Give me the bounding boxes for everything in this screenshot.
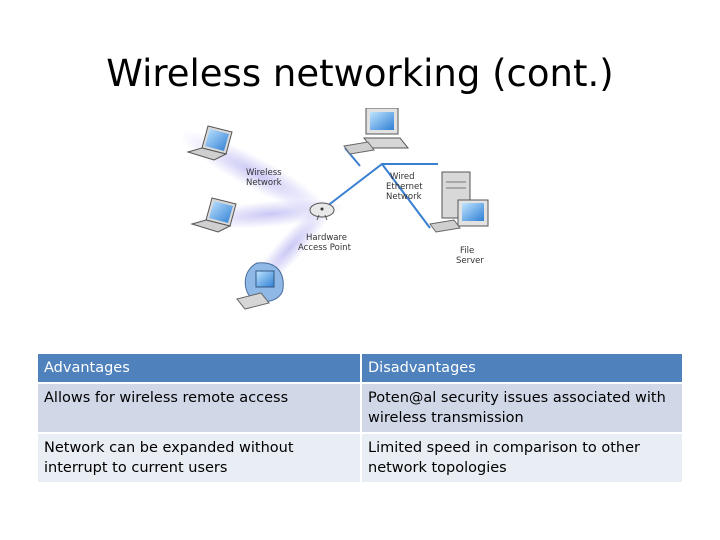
table-cell: Limited speed in comparison to other net… — [360, 432, 684, 484]
access-point-label-2: Access Point — [298, 243, 352, 253]
slide-title: Wireless networking (cont.) — [106, 52, 614, 95]
table-cell: Network can be expanded without interrup… — [36, 432, 362, 484]
wired-network-label-1: Wired — [390, 172, 415, 182]
wired-network-label-2: Ethernet — [386, 182, 423, 192]
network-diagram: Wireless Network Wired Ethernet Network … — [180, 108, 489, 310]
table-cell: Poten@al security issues associated with… — [360, 382, 684, 434]
table-cell: Allows for wireless remote access — [36, 382, 362, 434]
file-server-icon — [429, 171, 489, 233]
advantages-disadvantages-table: Advantages Disadvantages Allows for wire… — [36, 352, 684, 484]
imac-icon — [236, 262, 284, 310]
wired-network-label-3: Network — [386, 192, 422, 202]
header-advantages: Advantages — [36, 352, 362, 384]
table-header-row: Advantages Disadvantages — [36, 352, 684, 384]
access-point-icon — [309, 202, 335, 221]
table-row: Allows for wireless remote access Poten@… — [36, 382, 684, 434]
table-row: Network can be expanded without interrup… — [36, 432, 684, 484]
desktop-computer-icon — [343, 108, 410, 155]
laptop-icon — [186, 125, 233, 161]
header-disadvantages: Disadvantages — [360, 352, 684, 384]
file-server-label-2: Server — [456, 256, 484, 266]
laptop-icon — [190, 197, 237, 233]
wireless-network-label-2: Network — [246, 178, 282, 188]
wireless-network-label-1: Wireless — [246, 168, 282, 178]
access-point-label-1: Hardware — [306, 233, 347, 243]
file-server-label-1: File — [460, 246, 474, 256]
